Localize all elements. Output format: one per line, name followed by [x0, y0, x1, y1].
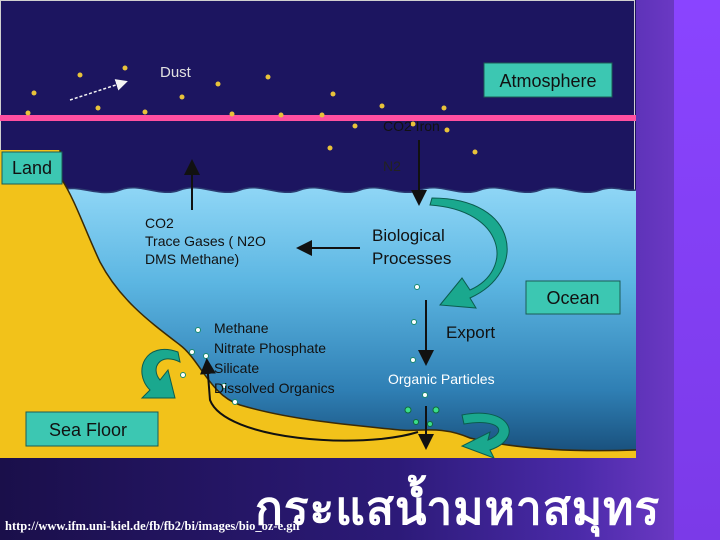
- processes-label: Processes: [372, 249, 451, 268]
- nitrate-phosphate-label: Nitrate Phosphate: [214, 340, 326, 356]
- slide-title: กระแสน้ำมหาสมุทร: [255, 481, 661, 535]
- trace-gases-label: Trace Gases ( N2O: [145, 233, 266, 249]
- export-label: Export: [446, 323, 495, 342]
- silicate-label: Silicate: [214, 360, 259, 376]
- methane-label: Methane: [214, 320, 269, 336]
- ocean-label: Ocean: [546, 288, 599, 308]
- land-label: Land: [12, 158, 52, 178]
- source-url[interactable]: http://www.ifm.uni-kiel.de/fb/fb2/bi/ima…: [5, 519, 301, 533]
- ocean-co2-label: CO2: [145, 215, 174, 231]
- sea-floor-particles: [404, 406, 440, 427]
- co2-iron-label: CO2 Iron: [383, 118, 440, 134]
- ocean-box: [525, 280, 621, 315]
- organic-particles: [180, 284, 428, 405]
- ocean-surface-line: [59, 186, 636, 194]
- dissolved-organics-label: Dissolved Organics: [214, 380, 335, 396]
- decorative-side-strip: [674, 0, 720, 540]
- dms-methane-label: DMS Methane): [145, 251, 239, 267]
- sea-floor-label: Sea Floor: [49, 420, 127, 440]
- dust-particles: [25, 65, 478, 155]
- biological-label: Biological: [372, 226, 445, 245]
- n2-label: N2: [383, 158, 401, 174]
- right-recycling-arrow: [460, 412, 510, 458]
- atmosphere-label: Atmosphere: [499, 71, 596, 91]
- atmosphere-box: [483, 62, 613, 98]
- organic-particles-label: Organic Particles: [388, 371, 495, 387]
- ocean-biogeochemistry-diagram: Dust Atmosphere CO2 Iron N2 Land CO2 Tra…: [0, 0, 636, 458]
- sea-floor-box: [25, 411, 159, 447]
- land-box: [1, 151, 63, 185]
- upwelling-arrow: [199, 358, 419, 442]
- biological-cycle-arrow: [429, 197, 508, 309]
- dust-label: Dust: [160, 64, 192, 81]
- left-recycling-arrow: [140, 349, 181, 399]
